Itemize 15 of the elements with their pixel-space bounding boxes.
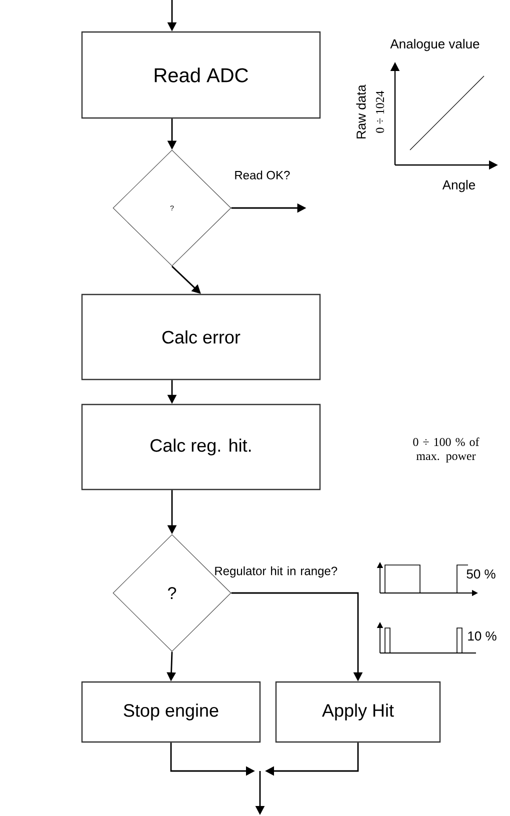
pulse-label: 50 %: [466, 569, 496, 579]
axis-label: Angle: [442, 180, 476, 192]
question-label: Read OK?: [235, 170, 290, 180]
process-box: Calc reg. hit.: [81, 404, 321, 490]
process-box: Apply Hit: [275, 681, 441, 743]
process-box: Calc error: [81, 294, 321, 380]
axis-label: 0 ÷ 1024: [376, 90, 384, 133]
arrow: [172, 266, 201, 294]
axis-label: Raw data: [356, 84, 366, 138]
process-box: Stop engine: [81, 681, 261, 743]
note-text: 0 ÷ 100 % of max. power: [413, 438, 480, 462]
process-box: Read ADC: [81, 31, 321, 119]
question-label: Regulator hit in range?: [215, 566, 338, 578]
axis-label: Analogue value: [390, 38, 480, 52]
pulse-label: 10 %: [468, 631, 496, 641]
